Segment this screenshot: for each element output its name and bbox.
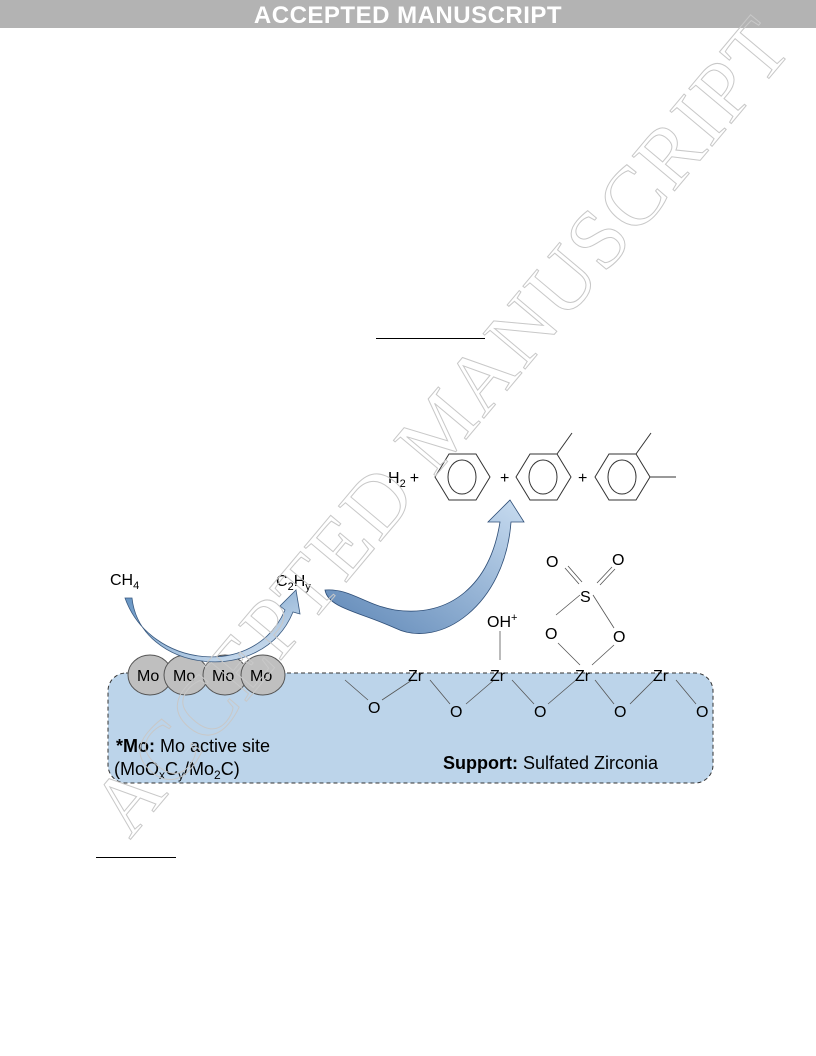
zr-atom: Zr bbox=[408, 668, 424, 685]
mo-clusters: Mo Mo Mo Mo bbox=[127, 654, 286, 696]
reaction-arrow-aromatics bbox=[324, 499, 525, 634]
o-atom: O bbox=[368, 700, 380, 717]
xylene-ring bbox=[594, 432, 676, 501]
mo-label: Mo bbox=[137, 668, 159, 685]
o-atom: O bbox=[534, 704, 546, 721]
separator-line bbox=[96, 857, 176, 858]
o-atom: O bbox=[612, 552, 624, 569]
mo-note-line1: *Mo: Mo active site bbox=[116, 736, 270, 756]
support-note: Support: Sulfated Zirconia bbox=[443, 753, 659, 773]
o-atom: O bbox=[613, 629, 625, 646]
o-atom: O bbox=[696, 704, 708, 721]
toluene-ring bbox=[515, 432, 573, 501]
benzene-ring bbox=[434, 453, 491, 501]
c2hy-label: C2Hy bbox=[276, 573, 311, 593]
accepted-manuscript-banner: ACCEPTED MANUSCRIPT bbox=[0, 0, 816, 29]
reaction-arrow-methane bbox=[124, 589, 301, 663]
hydroxyl-label: OH+ bbox=[487, 612, 517, 631]
hydrogen-label: H2+ bbox=[388, 470, 419, 490]
o-atom: O bbox=[545, 626, 557, 643]
mo-label: Mo bbox=[173, 668, 195, 685]
support-box bbox=[107, 672, 714, 784]
mo-particle bbox=[240, 654, 286, 696]
o-atom: O bbox=[614, 704, 626, 721]
separator-line bbox=[376, 338, 485, 339]
mo-note-line2: (MoOxCy/Mo2C) bbox=[114, 759, 240, 782]
mo-label: Mo bbox=[212, 668, 234, 685]
plus-sign: + bbox=[500, 470, 509, 487]
o-atoms: O O O O O O O O O bbox=[368, 552, 708, 721]
mo-label: Mo bbox=[250, 668, 272, 685]
plus-sign: + bbox=[578, 470, 587, 487]
o-atom: O bbox=[450, 704, 462, 721]
zr-atom: Zr bbox=[653, 668, 669, 685]
zr-atoms: Zr Zr Zr Zr bbox=[408, 668, 669, 685]
banner-text: ACCEPTED MANUSCRIPT bbox=[253, 2, 563, 29]
o-atom: O bbox=[546, 554, 558, 571]
zirconia-chain bbox=[344, 565, 697, 705]
zr-atom: Zr bbox=[490, 668, 506, 685]
sulfur-atom: S bbox=[580, 589, 591, 606]
zr-atom: Zr bbox=[575, 668, 591, 685]
methane-label: CH4 bbox=[110, 572, 139, 592]
